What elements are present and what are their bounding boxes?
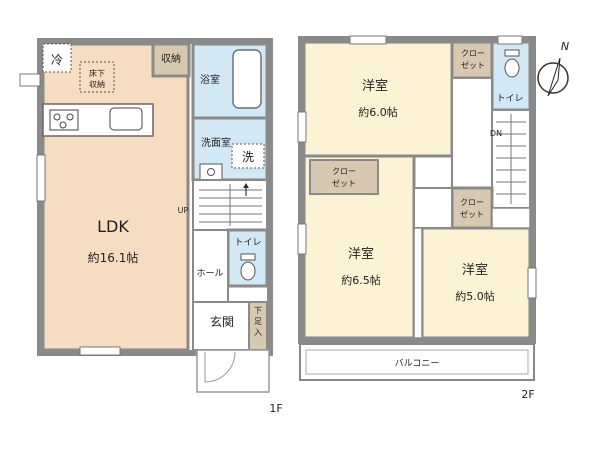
hallway-2f — [451, 77, 493, 189]
western-a-size: 約6.0帖 — [358, 105, 398, 119]
stair-dn-label: DN — [490, 129, 502, 138]
closet-b — [309, 159, 379, 195]
sink-icon — [109, 107, 143, 131]
stove-icon — [49, 109, 79, 131]
closet-c-label-1: クロー — [460, 198, 484, 207]
underfloor-label-2: 収納 — [89, 79, 105, 89]
shoebox-label-3: 入 — [254, 328, 262, 337]
western-a-name: 洋室 — [362, 78, 388, 94]
shoebox-label-1: 下 — [254, 306, 262, 315]
entrance-label: 玄関 — [210, 314, 234, 329]
washroom-label: 洗面室 — [201, 136, 231, 149]
fridge-space — [42, 43, 72, 73]
storage-label: 収納 — [161, 52, 181, 65]
bathtub-icon — [232, 49, 262, 109]
balcony-label: バルコニー — [395, 358, 440, 369]
stair-up-label: UP — [178, 206, 189, 215]
toilet-1f-icon — [240, 261, 256, 281]
closet-b-label-2: ゼット — [332, 178, 356, 188]
underfloor-label-1: 床下 — [89, 68, 105, 78]
floor-1 — [19, 38, 273, 393]
western-c-size: 約5.0帖 — [455, 289, 495, 303]
western-room-c — [420, 226, 532, 340]
stairs-2f — [491, 109, 531, 209]
closet-b-label-1: クロー — [332, 167, 356, 176]
western-b-name: 洋室 — [348, 246, 374, 262]
toilet-1f-label: トイレ — [234, 238, 261, 248]
stairs-1f — [192, 179, 268, 231]
washer-space — [231, 143, 265, 169]
closet-c-label-2: ゼット — [460, 209, 484, 219]
shoebox-label-2: 足 — [254, 317, 262, 326]
ldk-room — [41, 42, 190, 352]
compass-north-label: N — [561, 40, 569, 53]
bath-label: 浴室 — [200, 73, 220, 86]
western-c-name: 洋室 — [462, 262, 488, 278]
hall-label: ホール — [196, 268, 223, 279]
western-room-a — [302, 40, 454, 158]
compass — [537, 57, 569, 97]
underfloor-storage — [79, 61, 115, 93]
floor-2 — [297, 35, 537, 381]
floor1-label: 1F — [269, 402, 282, 415]
storage-closet — [151, 42, 191, 78]
ldk-size: 約16.1帖 — [88, 250, 139, 265]
closet-a-label-2: ゼット — [461, 60, 485, 70]
hall — [192, 229, 229, 303]
washer-label: 洗 — [242, 150, 254, 164]
porch — [196, 349, 270, 393]
closet-c — [450, 186, 494, 230]
wash-basin-icon — [199, 163, 223, 181]
closet-a-label-1: クロー — [461, 49, 485, 58]
western-b-size: 約6.5帖 — [341, 273, 381, 287]
ldk-name: LDK — [97, 217, 129, 236]
toilet-2f-label: トイレ — [496, 94, 523, 104]
fridge-label: 冷 — [51, 53, 63, 67]
closet-a — [450, 40, 494, 80]
floor2-label: 2F — [521, 388, 534, 401]
